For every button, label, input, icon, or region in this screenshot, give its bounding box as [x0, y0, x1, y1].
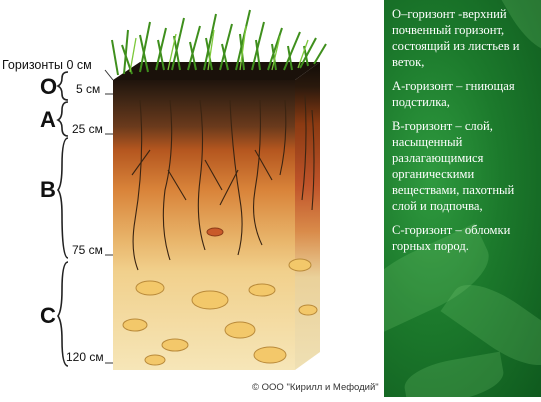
- brace-o: [58, 72, 68, 100]
- brace-b: [58, 138, 68, 258]
- description-c-horizon: С-горизонт – обломки горных пород.: [392, 222, 538, 254]
- horizons-header-label: Горизонты 0 см: [2, 58, 92, 72]
- horizon-o-letter: O: [40, 74, 57, 100]
- horizon-braces: [58, 72, 68, 366]
- depth-label-5cm: 5 см: [76, 82, 100, 96]
- block-side-face: [295, 62, 320, 370]
- copyright-notice: © ООО "Кирилл и Мефодий": [252, 382, 379, 393]
- description-a-horizon: А-горизонт – гниющая подстилка,: [392, 78, 538, 110]
- description-b-horizon: В-горизонт – слой, насыщенный разлагающи…: [392, 118, 538, 214]
- depth-label-120cm: 120 см: [66, 350, 104, 364]
- horizon-a-letter: A: [40, 107, 56, 133]
- description-panel: О–горизонт -верхний почвенный горизонт, …: [384, 0, 541, 397]
- depth-label-25cm: 25 см: [72, 122, 103, 136]
- depth-ticks: [105, 70, 113, 363]
- horizon-c-letter: C: [40, 303, 56, 329]
- description-o-horizon: О–горизонт -верхний почвенный горизонт, …: [392, 6, 538, 70]
- depth-label-75cm: 75 см: [72, 243, 103, 257]
- horizon-descriptions: О–горизонт -верхний почвенный горизонт, …: [392, 6, 538, 262]
- horizon-b-letter: B: [40, 177, 56, 203]
- block-top-surface: [113, 62, 320, 80]
- soil-profile-diagram: Горизонты 0 см O 5 см A 25 см B 75 см C …: [0, 0, 384, 397]
- leaf-decoration: [401, 352, 506, 397]
- brace-a: [58, 102, 68, 136]
